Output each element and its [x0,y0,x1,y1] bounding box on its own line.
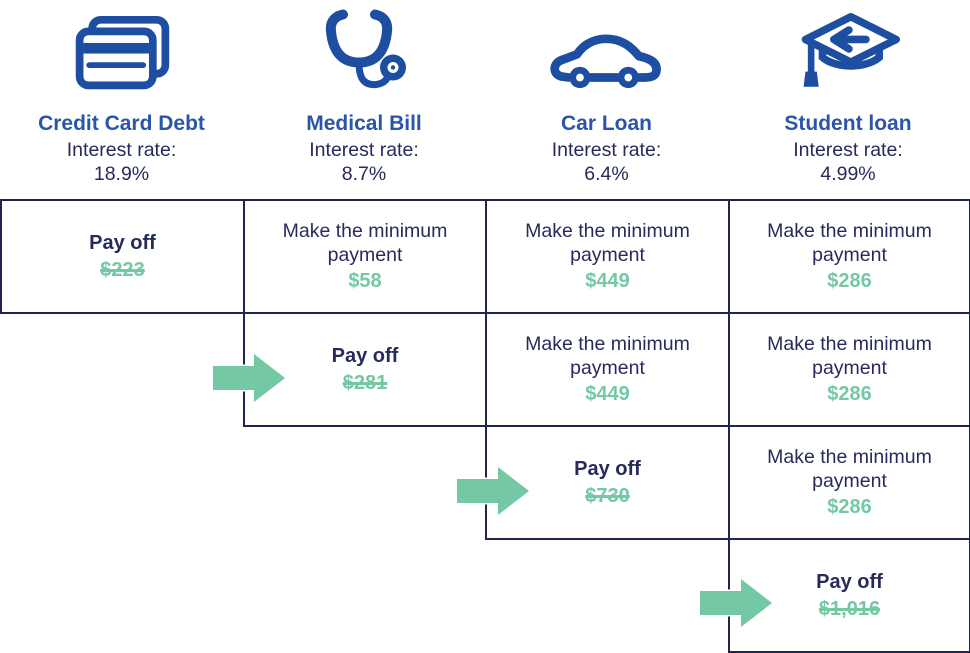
cell-label: Pay off [331,344,399,367]
interest-rate-label: Interest rate: [551,139,662,162]
cell-amount: $1,016 [818,597,881,620]
cell-label: Make the minimum payment [525,219,690,266]
cell-minimum-medical-1: Make the minimum payment $58 [243,199,487,314]
interest-rate-value: 4.99% [820,163,876,186]
cell-label: Make the minimum payment [282,219,448,266]
interest-rate-label: Interest rate: [309,139,419,162]
cell-empty [486,539,729,652]
cell-minimum-student-3: Make the minimum payment $286 [728,425,970,540]
stethoscope-icon [243,0,485,103]
cell-label: Make the minimum payment [767,332,932,379]
column-header-car-loan: Car Loan Interest rate: 6.4% [485,0,728,187]
interest-rate-label: Interest rate: [66,139,177,162]
cell-label: Pay off [574,457,641,480]
cell-label: Pay off [89,231,156,254]
cell-label: Make the minimum payment [767,219,932,266]
cell-amount: $286 [827,270,872,293]
cell-payoff-student: Pay off $1,016 [728,538,970,653]
column-title: Car Loan [560,112,652,135]
arrow-right-icon [213,354,285,402]
arrow-right-icon [700,579,772,627]
cell-minimum-student-2: Make the minimum payment $286 [728,312,970,427]
interest-rate-value: 8.7% [341,163,387,186]
cell-payoff-credit-card: Pay off $223 [0,199,245,314]
graduation-cap-icon [728,0,968,103]
payoff-steps-table: Pay off $223 Make the minimum payment $5… [0,199,970,653]
interest-rate-label: Interest rate: [793,139,903,162]
column-title: Student loan [784,112,912,135]
cell-payoff-car: Pay off $730 [485,425,730,540]
cell-minimum-student-1: Make the minimum payment $286 [728,199,970,314]
cell-amount: $223 [100,258,145,281]
cell-minimum-car-2: Make the minimum payment $449 [485,312,730,427]
cell-empty [1,539,244,652]
interest-rate-value: 6.4% [584,163,629,186]
table-row: Pay off $223 Make the minimum payment $5… [0,199,970,314]
cell-amount: $286 [827,383,872,406]
column-title: Medical Bill [306,112,422,135]
arrow-right-icon [457,467,529,515]
column-header-student-loan: Student loan Interest rate: 4.99% [728,0,968,187]
cell-empty [1,313,244,426]
cell-amount: $730 [585,484,630,507]
column-header-credit-card: Credit Card Debt Interest rate: 18.9% [0,0,243,187]
column-header-medical-bill: Medical Bill Interest rate: 8.7% [243,0,485,187]
cell-payoff-medical: Pay off $281 [243,312,487,427]
cell-amount: $286 [827,496,872,519]
cell-amount: $449 [585,383,630,406]
cell-empty [244,426,486,539]
credit-card-icon [0,0,243,103]
cell-label: Make the minimum payment [767,445,932,492]
cell-empty [244,539,486,652]
column-headers: Credit Card Debt Interest rate: 18.9% Me… [0,0,970,199]
cell-label: Make the minimum payment [525,332,690,379]
interest-rate-value: 18.9% [93,163,150,186]
table-row: Pay off $1,016 [1,538,970,653]
cell-amount: $58 [348,270,382,293]
cell-amount: $449 [585,270,630,293]
column-title: Credit Card Debt [38,112,205,135]
cell-empty [1,426,244,539]
cell-minimum-car-1: Make the minimum payment $449 [485,199,730,314]
table-row: Pay off $281 Make the minimum payment $4… [1,312,970,427]
cell-label: Pay off [816,570,883,593]
car-icon [485,0,728,103]
table-row: Pay off $730 Make the minimum payment $2… [1,425,970,540]
cell-amount: $281 [342,371,388,394]
